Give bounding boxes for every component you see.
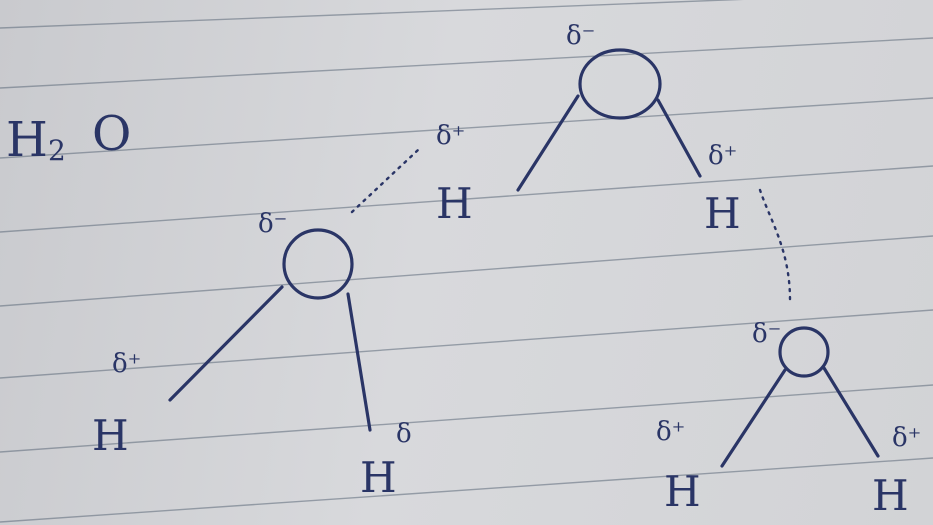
oxygen-atom-a xyxy=(282,228,354,300)
charge-hydrogen-c1: δ⁺ xyxy=(656,417,685,447)
bond-b-right xyxy=(656,98,702,178)
charge-hydrogen-b1: δ⁺ xyxy=(436,121,465,151)
bond-a-right xyxy=(346,292,372,432)
formula-element: H xyxy=(6,112,48,168)
bond-c-right xyxy=(822,366,880,458)
hydrogen-atom-b2: H xyxy=(704,189,741,238)
hydrogen-atom-a2: H xyxy=(360,453,397,502)
water-molecule-c: δ⁻ δ⁺ H δ⁺ H xyxy=(656,319,921,520)
charge-hydrogen-a2: δ xyxy=(396,419,412,449)
charge-hydrogen-a1: δ⁺ xyxy=(112,349,141,379)
hydrogen-atom-b1: H xyxy=(436,179,473,228)
formula-subscript: 2 xyxy=(48,134,66,167)
hydrogen-bond-a-b xyxy=(350,148,420,214)
charge-hydrogen-c2: δ⁺ xyxy=(892,423,921,453)
oxygen-atom-b xyxy=(578,48,662,120)
charge-oxygen-b: δ⁻ xyxy=(566,21,595,51)
bond-b-left xyxy=(516,94,580,192)
water-molecule-b: δ⁻ δ⁺ H δ⁺ H xyxy=(436,21,741,238)
charge-oxygen-a: δ⁻ xyxy=(258,209,287,239)
bond-a-left xyxy=(168,285,284,402)
charge-hydrogen-b2: δ⁺ xyxy=(708,141,737,171)
bond-c-left xyxy=(720,368,787,468)
hydrogen-bond-b-c xyxy=(758,188,792,302)
hydrogen-atom-c1: H xyxy=(664,467,701,516)
oxygen-atom-c xyxy=(778,326,830,378)
hydrogen-atom-c2: H xyxy=(872,471,909,520)
formula-heading: H 2 O xyxy=(6,106,131,168)
formula-oxygen: O xyxy=(92,106,131,162)
water-molecule-a: δ⁻ δ⁺ H δ H xyxy=(92,209,412,502)
hydrogen-atom-a1: H xyxy=(92,411,129,460)
charge-oxygen-c: δ⁻ xyxy=(752,319,781,349)
